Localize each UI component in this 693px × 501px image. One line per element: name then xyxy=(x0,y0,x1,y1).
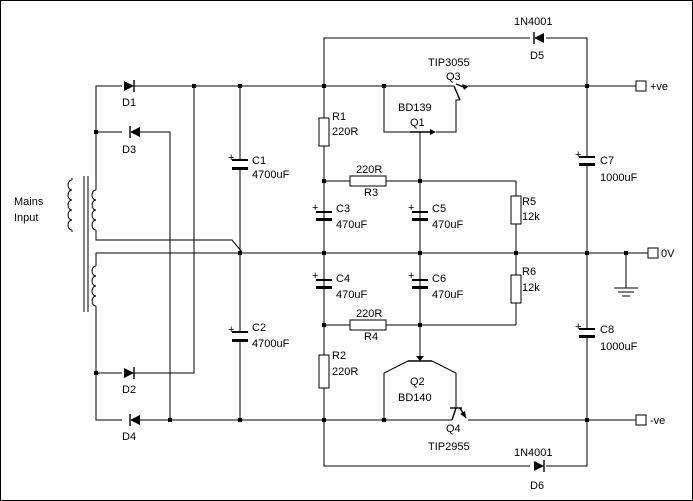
c2-plus: + xyxy=(228,324,234,336)
r1-label: R1 xyxy=(332,111,346,123)
negative-output-terminal xyxy=(635,414,647,426)
c6-value: 470uF xyxy=(432,289,463,301)
resistor-r2 xyxy=(318,354,330,389)
capacitor-c2 xyxy=(232,253,248,420)
c7-plus: + xyxy=(575,149,581,161)
mains-input-label-2: Input xyxy=(14,212,38,224)
transistor-q1 xyxy=(383,86,436,146)
transformer xyxy=(67,176,97,312)
c2-label: C2 xyxy=(252,322,266,334)
capacitor-c5 xyxy=(412,211,428,221)
c6-label: C6 xyxy=(432,273,446,285)
diode-d1 xyxy=(124,80,135,92)
d5-label: D5 xyxy=(530,50,544,62)
c8-label: C8 xyxy=(600,324,614,336)
capacitor-c4 xyxy=(316,279,332,289)
transistor-q4 xyxy=(450,407,467,421)
diode-d2 xyxy=(124,367,135,379)
r3-label: R3 xyxy=(364,187,378,199)
diode-d5 xyxy=(533,32,544,44)
c6-plus: + xyxy=(408,270,414,282)
q1-type: BD139 xyxy=(398,102,432,114)
resistor-r1 xyxy=(318,117,330,147)
zero-volt-label: 0V xyxy=(661,248,675,260)
r5-value: 12k xyxy=(522,211,540,223)
q3-label: Q3 xyxy=(446,71,461,83)
capacitor-c1 xyxy=(232,86,248,253)
d3-label: D3 xyxy=(122,144,136,156)
r2-value: 220R xyxy=(332,366,358,378)
q3-type: TIP3055 xyxy=(428,57,470,69)
c3-label: C3 xyxy=(336,203,350,215)
q1-label: Q1 xyxy=(410,117,425,129)
transformer-wiring xyxy=(95,85,626,421)
mains-input-label-1: Mains xyxy=(14,196,44,208)
r1-value: 220R xyxy=(332,126,358,138)
c7-value: 1000uF xyxy=(600,172,638,184)
d6-label: D6 xyxy=(530,480,544,492)
c4-label: C4 xyxy=(336,273,350,285)
c4-plus: + xyxy=(312,270,318,282)
resistor-r4 xyxy=(349,319,387,331)
c1-value: 4700uF xyxy=(252,169,290,181)
positive-output-label: +ve xyxy=(650,81,668,93)
q4-type: TIP2955 xyxy=(428,441,470,453)
r4-value: 220R xyxy=(356,308,382,320)
c1-label: C1 xyxy=(252,155,266,167)
resistor-r6 xyxy=(510,274,522,304)
junction-dots xyxy=(94,84,628,422)
transistor-q2 xyxy=(383,356,457,420)
r6-label: R6 xyxy=(522,266,536,278)
r2-label: R2 xyxy=(332,350,346,362)
d6-type: 1N4001 xyxy=(514,447,553,459)
diode-d6 xyxy=(534,460,545,472)
capacitor-c3 xyxy=(316,211,332,221)
c5-value: 470uF xyxy=(432,219,463,231)
c2-value: 4700uF xyxy=(252,338,290,350)
c5-label: C5 xyxy=(432,203,446,215)
diode-d3 xyxy=(129,126,140,138)
q2-label: Q2 xyxy=(410,376,425,388)
negative-output-label: -ve xyxy=(650,415,665,427)
d2-label: D2 xyxy=(122,384,136,396)
ground-symbol xyxy=(614,253,638,297)
neg-rail-wiring xyxy=(323,253,636,467)
c8-plus: + xyxy=(575,321,581,333)
transistor-q3 xyxy=(436,83,469,133)
zero-volt-terminal xyxy=(647,247,659,259)
c8-value: 1000uF xyxy=(600,341,638,353)
q4-label: Q4 xyxy=(446,423,461,435)
c4-value: 470uF xyxy=(336,289,367,301)
r4-label: R4 xyxy=(364,331,378,343)
diode-d4 xyxy=(129,414,140,426)
c1-plus: + xyxy=(228,152,234,164)
r3-value: 220R xyxy=(356,164,382,176)
d4-label: D4 xyxy=(122,431,136,443)
capacitor-c7 xyxy=(579,156,595,166)
c3-value: 470uF xyxy=(336,219,367,231)
resistor-r5 xyxy=(510,195,522,225)
capacitor-c8 xyxy=(579,328,595,338)
d5-type: 1N4001 xyxy=(514,16,553,28)
resistor-r3 xyxy=(349,175,387,187)
capacitor-c6 xyxy=(412,279,428,289)
c7-label: C7 xyxy=(600,155,614,167)
positive-output-terminal xyxy=(635,80,647,92)
q2-type: BD140 xyxy=(398,392,432,404)
r5-label: R5 xyxy=(522,196,536,208)
c3-plus: + xyxy=(312,202,318,214)
d1-label: D1 xyxy=(122,97,136,109)
r6-value: 12k xyxy=(522,282,540,294)
pos-rail-wiring xyxy=(323,37,636,253)
c5-plus: + xyxy=(408,202,414,214)
